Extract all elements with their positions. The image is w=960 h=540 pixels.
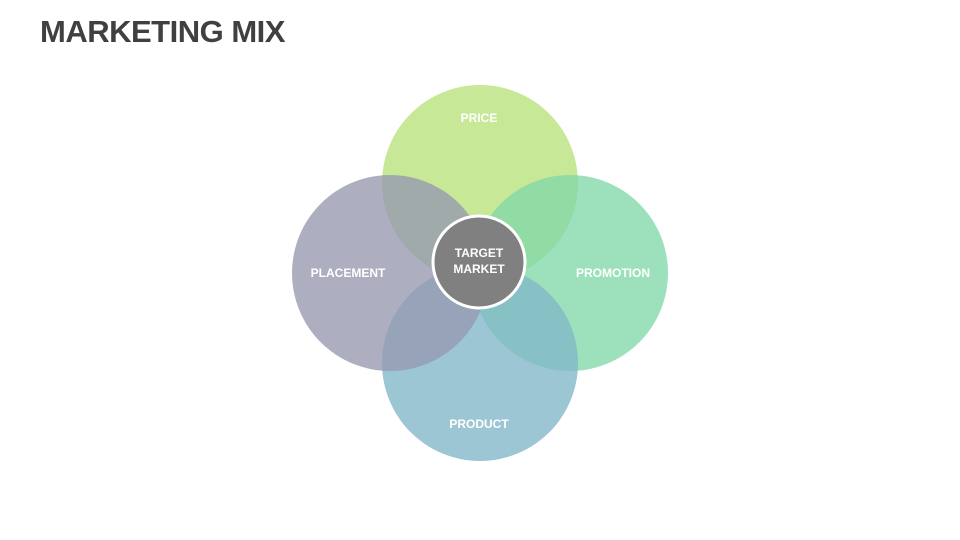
label-product: PRODUCT [449,417,509,431]
center-label-line1: TARGET [455,246,504,260]
center-label-line2: MARKET [453,262,505,276]
center-circle [431,214,527,310]
circle-placement [292,175,488,371]
label-placement: PLACEMENT [311,266,386,280]
slide-title: MARKETING MIX [40,14,285,49]
label-promotion: PROMOTION [576,266,650,280]
label-price: PRICE [461,111,498,125]
